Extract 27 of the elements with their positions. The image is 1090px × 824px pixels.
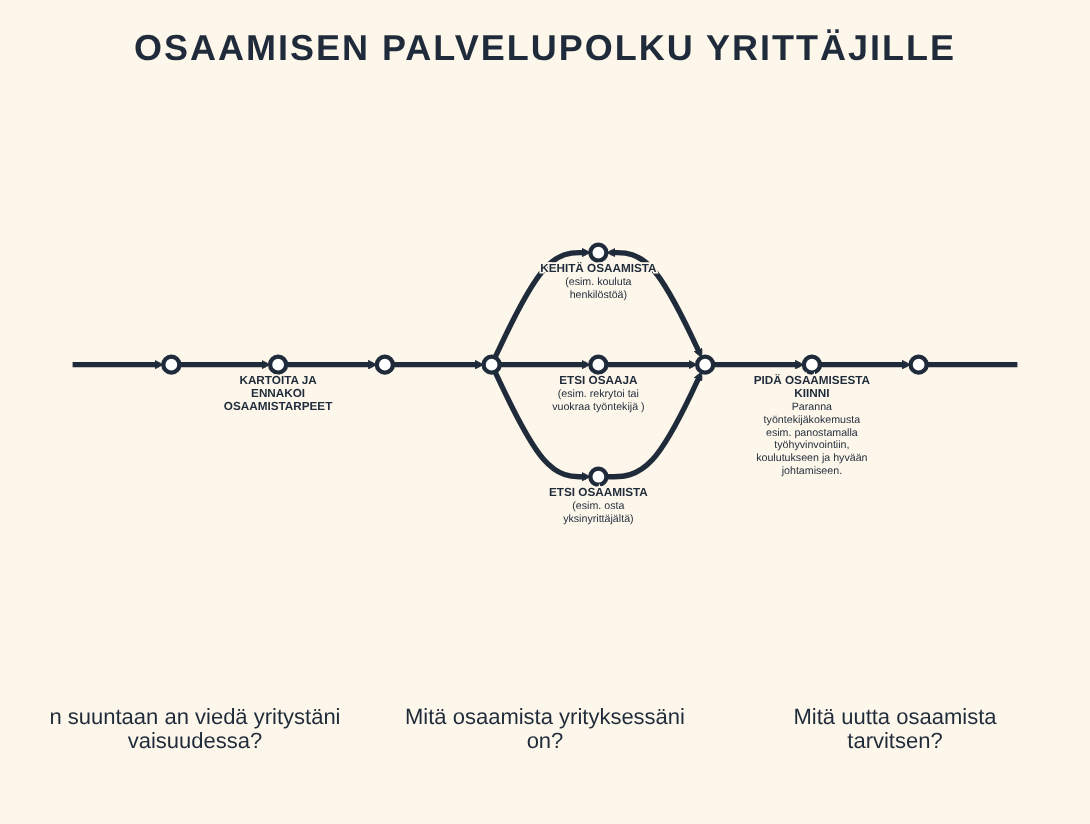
arrow <box>499 360 591 370</box>
node-circle <box>588 467 609 488</box>
arrow <box>179 360 271 370</box>
node-circle <box>374 354 395 376</box>
arrow <box>713 360 805 370</box>
question-text: n suuntaan an viedä yritystäni vaisuudessa? <box>47 706 343 754</box>
node-circle <box>695 354 716 376</box>
node-circle <box>588 354 609 376</box>
question-text: Mitä osaamista yrityksessäni on? <box>403 706 687 754</box>
question-text: Mitä uutta osaamista tarvitsen? <box>791 706 999 754</box>
arrow <box>392 360 485 370</box>
arrow <box>606 248 703 359</box>
node-circle <box>801 354 823 376</box>
arrow <box>819 360 912 370</box>
connector <box>926 362 1018 368</box>
diagram-title: OSAAMISEN PALVELUPOLKU YRITTÄJILLE <box>131 28 959 70</box>
arrow <box>72 360 164 370</box>
node-circle <box>161 354 182 376</box>
node-circle <box>908 354 929 376</box>
arrow <box>606 360 698 370</box>
node-circle <box>267 354 289 376</box>
arrow <box>492 371 591 482</box>
arrow <box>492 248 591 359</box>
arrow <box>286 360 378 370</box>
node-circle <box>481 354 502 376</box>
node-circle <box>588 242 609 264</box>
arrow <box>606 371 703 480</box>
